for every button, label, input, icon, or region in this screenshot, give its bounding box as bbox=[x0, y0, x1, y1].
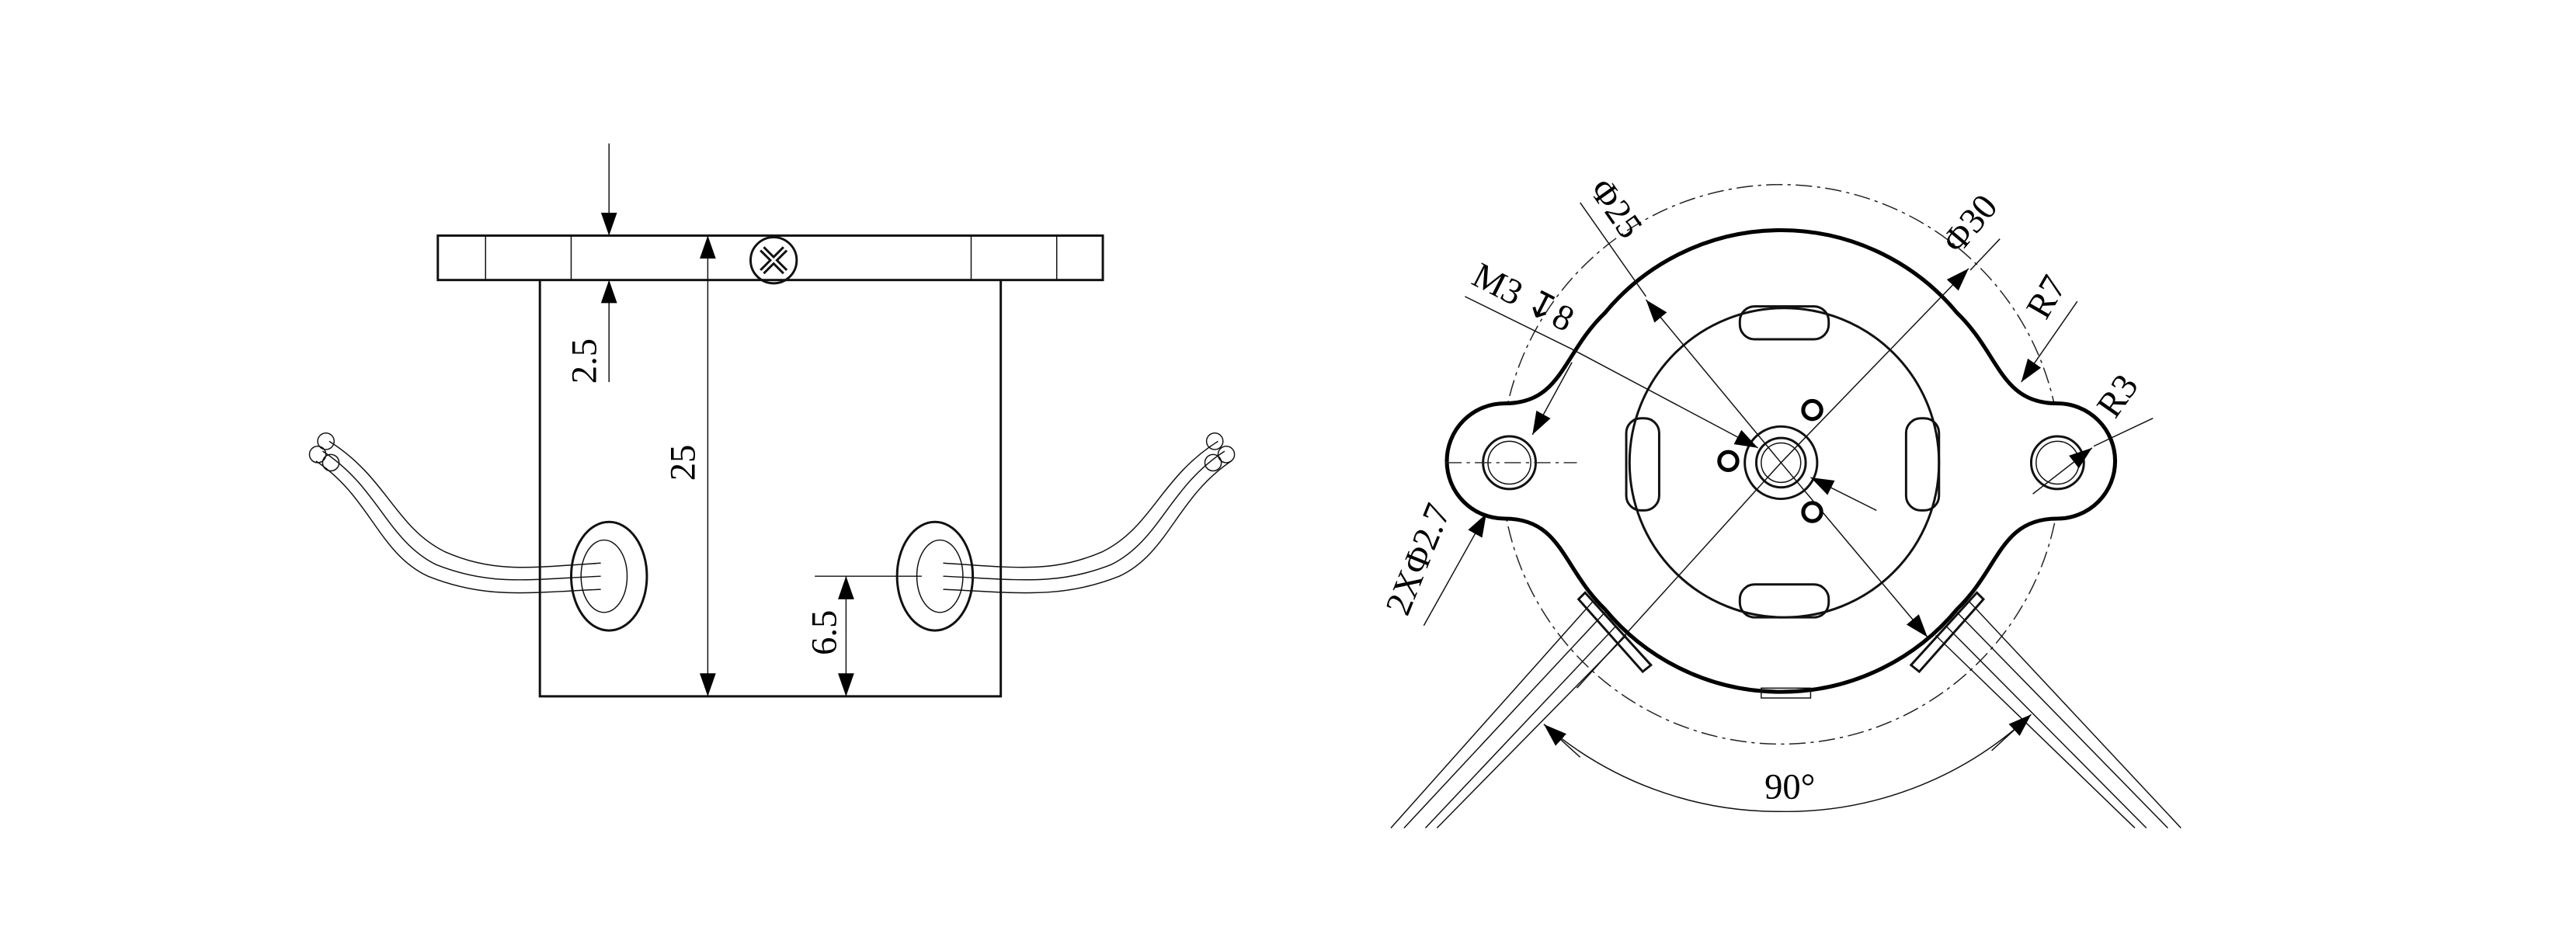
dimension-flange-thickness: 2.5 bbox=[564, 143, 629, 384]
dimension-height: 25 bbox=[662, 235, 716, 696]
housing-outline bbox=[1444, 228, 2118, 694]
dimension-wire-angle: 90° bbox=[1543, 713, 2032, 813]
dim-label-thread: M3 ↧8 bbox=[1466, 255, 1580, 339]
screw-symbol-icon bbox=[749, 236, 798, 285]
lead-wires-bottom-left bbox=[1390, 591, 1653, 828]
grommet-left bbox=[569, 520, 648, 632]
dim-label-25: 25 bbox=[662, 445, 703, 481]
bottom-view: Φ25 Φ30 M3 ↧8 R7 R3 bbox=[1378, 172, 2181, 829]
housing-body bbox=[538, 279, 1003, 698]
flange bbox=[436, 234, 1104, 282]
dimension-wire-exit: 6.5 bbox=[805, 575, 922, 696]
mount-holes bbox=[1444, 435, 2085, 491]
lead-wires-left bbox=[308, 432, 601, 594]
dim-label-phi25: Φ25 bbox=[1581, 172, 1650, 246]
small-holes bbox=[1717, 398, 1823, 523]
dim-label-90deg: 90° bbox=[1764, 766, 1815, 807]
lead-wires-bottom-right bbox=[1909, 591, 2181, 829]
flange-slots bbox=[485, 235, 1058, 280]
dim-label-r3: R3 bbox=[2089, 367, 2147, 425]
side-view: 2.5 25 6.5 bbox=[308, 143, 1236, 698]
tab bbox=[1761, 687, 1812, 699]
dimension-r7: R7 bbox=[2018, 269, 2078, 383]
dim-label-phi30: Φ30 bbox=[1935, 187, 2006, 261]
center-shaft bbox=[1743, 425, 1819, 501]
lead-wires-right bbox=[943, 432, 1236, 594]
slots bbox=[1625, 305, 1941, 619]
dim-label-6.5: 6.5 bbox=[805, 610, 845, 655]
dim-label-2.5: 2.5 bbox=[564, 339, 604, 384]
dim-label-mount-holes: 2XΦ2.7 bbox=[1378, 498, 1458, 620]
